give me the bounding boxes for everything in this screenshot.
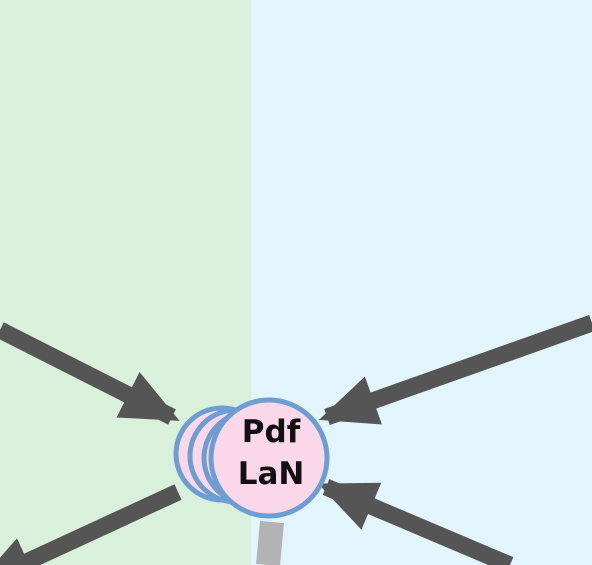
node-connector [256, 520, 284, 565]
node-circle-front [208, 397, 330, 519]
node-label-line2: LaN [238, 456, 305, 492]
arrow-to-left-bottom [0, 484, 182, 565]
arrow-from-right-top [318, 314, 592, 426]
node-label-line1: Pdf [242, 414, 301, 450]
node-stack[interactable]: Pdf LaN [173, 397, 330, 519]
arrow-from-left-top [0, 322, 180, 425]
arrow-from-right-bottom [318, 479, 514, 565]
